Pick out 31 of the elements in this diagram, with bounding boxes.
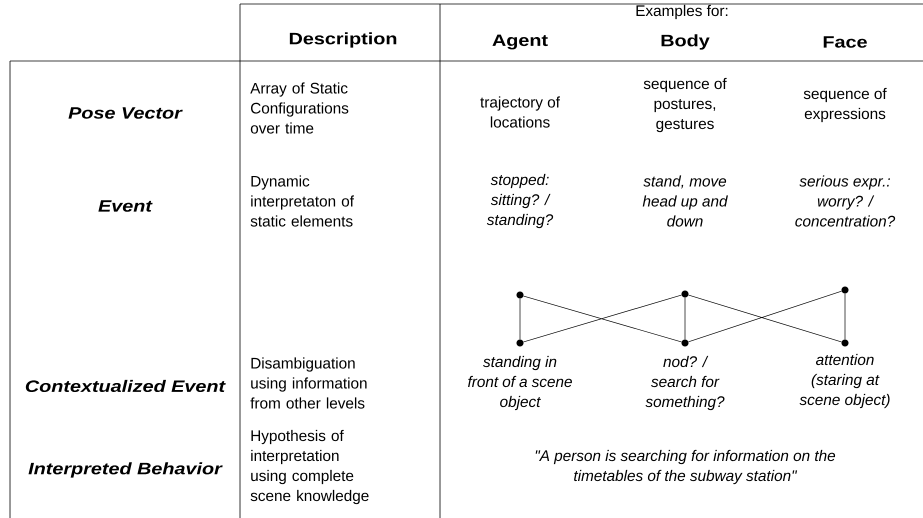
dot (682, 290, 688, 298)
quote-text: "A person is searching for information on the timetables of the subway station" (536, 450, 836, 484)
connector-line (844, 293, 846, 340)
row-header: Event (98, 200, 153, 212)
row-header: Contextualized Event (26, 380, 226, 392)
description-text: Hypothesis of interpretation using complete scene knowledge (250, 430, 369, 504)
description-text: Dynamic interpretaton of static elements (250, 175, 354, 227)
event-text: serious expr.: worry? / concentration? (795, 175, 896, 227)
description-text: Disambiguation using information from other levels (250, 357, 367, 409)
event-text: stopped: sitting? / standing? (486, 174, 554, 228)
dot (516, 340, 524, 346)
connector-line (684, 297, 686, 340)
dot (842, 286, 848, 294)
event-text: nod? / search for something? (645, 356, 724, 410)
column-header: Examples for: (636, 4, 728, 20)
example-text: sequence of postures, gestures (644, 78, 727, 132)
event-text: stand, move head up and down (642, 175, 728, 227)
row-header: Interpreted Behavior (28, 462, 223, 478)
event-text: standing in front of a scene object (468, 356, 572, 410)
row-header: Pose Vector (68, 107, 183, 119)
dot (842, 340, 848, 346)
column-header: Face (824, 36, 867, 48)
column-header: Description (290, 32, 396, 48)
dot (516, 292, 524, 298)
column-header: Body (662, 34, 710, 50)
description-text: Array of Static Configurations over time (250, 82, 348, 134)
event-text: attention (staring at scene object) (800, 354, 890, 408)
column-header: Agent (492, 34, 548, 50)
example-text: trajectory of locations (480, 96, 560, 128)
example-text: sequence of expressions (804, 88, 887, 122)
dot (682, 340, 688, 346)
